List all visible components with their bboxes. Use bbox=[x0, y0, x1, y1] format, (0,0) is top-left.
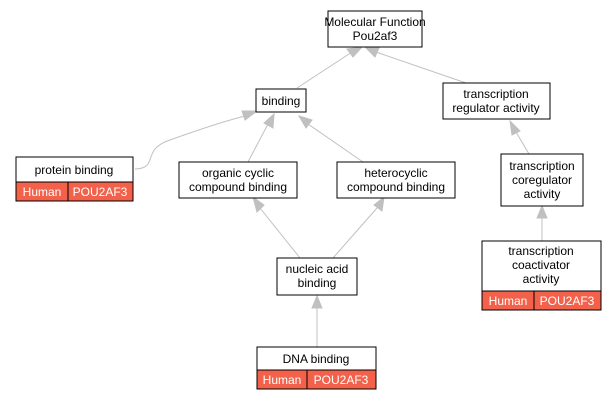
arrowhead-icon bbox=[364, 47, 380, 58]
node-transcription-coactivator-activity[interactable]: transcription coactivator activity Human… bbox=[481, 240, 602, 311]
node-organic-cyclic-compound-binding[interactable]: organic cyclic compound binding bbox=[178, 161, 298, 199]
node-label-line: compound binding bbox=[347, 180, 445, 194]
node-label-line: transcription bbox=[463, 87, 528, 101]
species-tag-label: Human bbox=[23, 185, 62, 199]
edge-binding-to-molecular-function bbox=[296, 51, 353, 89]
arrowhead-icon bbox=[346, 46, 364, 58]
node-box bbox=[481, 240, 602, 292]
node-box bbox=[15, 156, 134, 183]
node-box bbox=[327, 10, 423, 48]
node-binding[interactable]: binding bbox=[255, 88, 307, 113]
edges bbox=[134, 46, 548, 347]
arrowhead-icon bbox=[509, 119, 521, 136]
node-box bbox=[442, 82, 551, 120]
node-label-line: Molecular Function bbox=[324, 15, 425, 29]
edge-nucleic-acid-to-heterocyclic bbox=[332, 207, 378, 259]
edge-transcription-regulator-to-molecular-function bbox=[375, 51, 467, 84]
node-label-line: heterocyclic bbox=[364, 166, 427, 180]
node-label-line: nucleic acid bbox=[286, 262, 349, 276]
edge-organic-cyclic-to-binding bbox=[247, 123, 269, 163]
node-dna-binding[interactable]: DNA binding Human POU2AF3 bbox=[256, 346, 377, 390]
node-label-line: binding bbox=[298, 276, 337, 290]
node-label-line: compound binding bbox=[189, 180, 287, 194]
node-box bbox=[336, 161, 456, 199]
arrowhead-icon bbox=[373, 195, 385, 212]
node-label-line: protein binding bbox=[35, 163, 114, 177]
arrowhead-icon bbox=[536, 204, 548, 219]
node-protein-binding[interactable]: protein binding Human POU2AF3 bbox=[15, 156, 134, 202]
node-transcription-regulator-activity[interactable]: transcription regulator activity bbox=[442, 82, 551, 120]
node-label-line: activity bbox=[524, 187, 561, 201]
node-label-line: transcription bbox=[508, 244, 573, 258]
node-heterocyclic-compound-binding[interactable]: heterocyclic compound binding bbox=[336, 161, 456, 199]
edge-heterocyclic-to-binding bbox=[307, 123, 364, 163]
node-label-line: coactivator bbox=[512, 258, 570, 272]
node-label-line: activity bbox=[523, 272, 560, 286]
node-label-line: DNA binding bbox=[283, 352, 350, 366]
node-label-line: organic cyclic bbox=[202, 166, 274, 180]
node-box bbox=[276, 257, 358, 296]
node-box bbox=[178, 161, 298, 199]
node-box bbox=[255, 88, 307, 113]
gene-tag-label: POU2AF3 bbox=[540, 294, 595, 308]
node-label-line: regulator activity bbox=[452, 101, 539, 115]
gene-tag bbox=[533, 290, 602, 311]
species-tag-label: Human bbox=[489, 294, 528, 308]
gene-tag-label: POU2AF3 bbox=[314, 373, 369, 387]
gene-tag bbox=[306, 369, 377, 390]
species-tag-label: Human bbox=[263, 373, 302, 387]
node-transcription-coregulator-activity[interactable]: transcription coregulator activity bbox=[500, 153, 584, 207]
edge-nucleic-acid-to-organic-cyclic bbox=[259, 207, 301, 259]
gene-tag-label: POU2AF3 bbox=[73, 185, 128, 199]
node-label-line: coregulator bbox=[512, 173, 572, 187]
node-molecular-function[interactable]: Molecular Function Pou2af3 bbox=[324, 10, 426, 48]
arrowhead-icon bbox=[263, 112, 275, 129]
edge-protein-binding-to-binding bbox=[134, 115, 246, 170]
arrowhead-icon bbox=[311, 294, 323, 309]
node-label-line: Pou2af3 bbox=[353, 29, 398, 43]
node-label-line: binding bbox=[262, 94, 301, 108]
arrowhead-icon bbox=[252, 195, 265, 213]
node-box bbox=[500, 153, 584, 207]
edge-coregulator-to-transcription-regulator bbox=[515, 131, 530, 155]
arrowhead-icon bbox=[241, 110, 259, 121]
node-label-line: transcription bbox=[509, 159, 574, 173]
gene-tag bbox=[67, 181, 134, 202]
arrowhead-icon bbox=[297, 115, 313, 129]
node-nucleic-acid-binding[interactable]: nucleic acid binding bbox=[276, 257, 358, 296]
